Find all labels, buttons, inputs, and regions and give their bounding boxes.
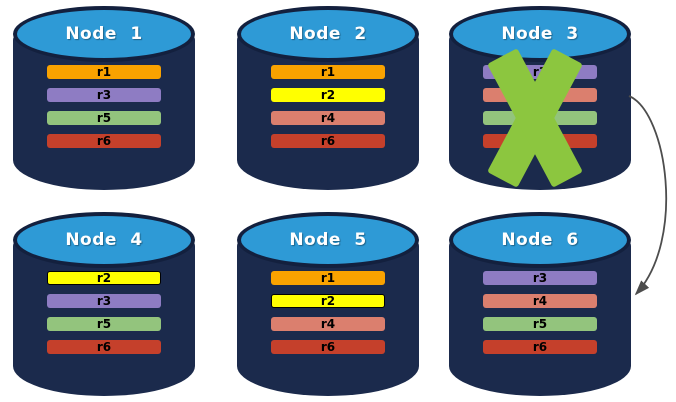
replica-row-r1: r1	[47, 65, 161, 79]
cylinder-top: Node 2	[237, 6, 419, 62]
node-title: Node 5	[289, 230, 367, 250]
replica-row-r2: r2	[47, 271, 161, 285]
cylinder-top: Node 1	[13, 6, 195, 62]
cylinder-top: Node 3	[449, 6, 631, 62]
replica-row-label: r6	[320, 134, 336, 148]
replica-row-r6: r6	[483, 340, 597, 354]
node-title: Node 1	[65, 24, 143, 44]
node-cylinder-5: Node 5 r1 r2 r4 r6	[237, 212, 419, 396]
cylinder-top: Node 5	[237, 212, 419, 268]
replica-row-r4: r4	[483, 88, 597, 102]
replica-rows: r1 r2 r4 r6	[237, 65, 419, 148]
replica-row-label: r1	[320, 65, 336, 79]
replica-row-label: r6	[532, 134, 548, 148]
replica-rows: r2 r3 r5 r6	[13, 271, 195, 354]
replica-rows: r1 r2 r4 r6	[237, 271, 419, 354]
replica-row-label: r2	[96, 271, 112, 285]
node-title: Node 4	[65, 230, 143, 250]
replica-row-label: r6	[532, 340, 548, 354]
replica-rows: r3 r4 r5 r6	[449, 271, 631, 354]
replica-row-r2: r2	[271, 88, 385, 102]
replica-row-r4: r4	[483, 294, 597, 308]
replica-row-label: r3	[532, 271, 548, 285]
node-title: Node 6	[501, 230, 579, 250]
replica-rows: r1 r3 r5 r6	[13, 65, 195, 148]
replica-row-r5: r5	[47, 317, 161, 331]
node-cylinder-3: Node 3 r3 r4 r5 r6	[449, 6, 631, 190]
replica-row-r6: r6	[47, 340, 161, 354]
replica-row-label: r3	[96, 88, 112, 102]
replica-row-r3: r3	[483, 271, 597, 285]
replica-row-label: r2	[320, 294, 336, 308]
replica-row-label: r6	[320, 340, 336, 354]
cylinder-top: Node 6	[449, 212, 631, 268]
replica-row-label: r5	[532, 317, 548, 331]
replica-row-label: r6	[96, 340, 112, 354]
replica-row-r3: r3	[483, 65, 597, 79]
replica-row-label: r1	[96, 65, 112, 79]
replica-row-label: r4	[320, 317, 336, 331]
replica-row-label: r6	[96, 134, 112, 148]
cylinder-top: Node 4	[13, 212, 195, 268]
replica-row-r2: r2	[271, 294, 385, 308]
node-cylinder-2: Node 2 r1 r2 r4 r6	[237, 6, 419, 190]
replica-row-r5: r5	[483, 317, 597, 331]
replica-row-r4: r4	[271, 111, 385, 125]
replica-row-label: r4	[320, 111, 336, 125]
node-cylinder-1: Node 1 r1 r3 r5 r6	[13, 6, 195, 190]
replica-row-r4: r4	[271, 317, 385, 331]
replica-row-r5: r5	[483, 111, 597, 125]
replica-row-r6: r6	[483, 134, 597, 148]
replica-row-r5: r5	[47, 111, 161, 125]
node-title: Node 3	[501, 24, 579, 44]
replica-row-label: r5	[96, 317, 112, 331]
replica-row-r3: r3	[47, 294, 161, 308]
replica-row-label: r3	[96, 294, 112, 308]
replica-row-r1: r1	[271, 271, 385, 285]
replica-row-r3: r3	[47, 88, 161, 102]
replica-row-r6: r6	[271, 134, 385, 148]
node-cylinder-6: Node 6 r3 r4 r5 r6	[449, 212, 631, 396]
replica-row-r1: r1	[271, 65, 385, 79]
replica-row-label: r2	[320, 88, 336, 102]
replica-row-label: r1	[320, 271, 336, 285]
failover-arrow-path	[628, 95, 668, 296]
replica-row-label: r5	[532, 111, 548, 125]
node-title: Node 2	[289, 24, 367, 44]
replica-rows: r3 r4 r5 r6	[449, 65, 631, 148]
replica-row-r6: r6	[271, 340, 385, 354]
node-cylinder-4: Node 4 r2 r3 r5 r6	[13, 212, 195, 396]
replica-row-r6: r6	[47, 134, 161, 148]
replica-row-label: r3	[532, 65, 548, 79]
replica-row-label: r4	[532, 88, 548, 102]
replica-row-label: r4	[532, 294, 548, 308]
replica-row-label: r5	[96, 111, 112, 125]
